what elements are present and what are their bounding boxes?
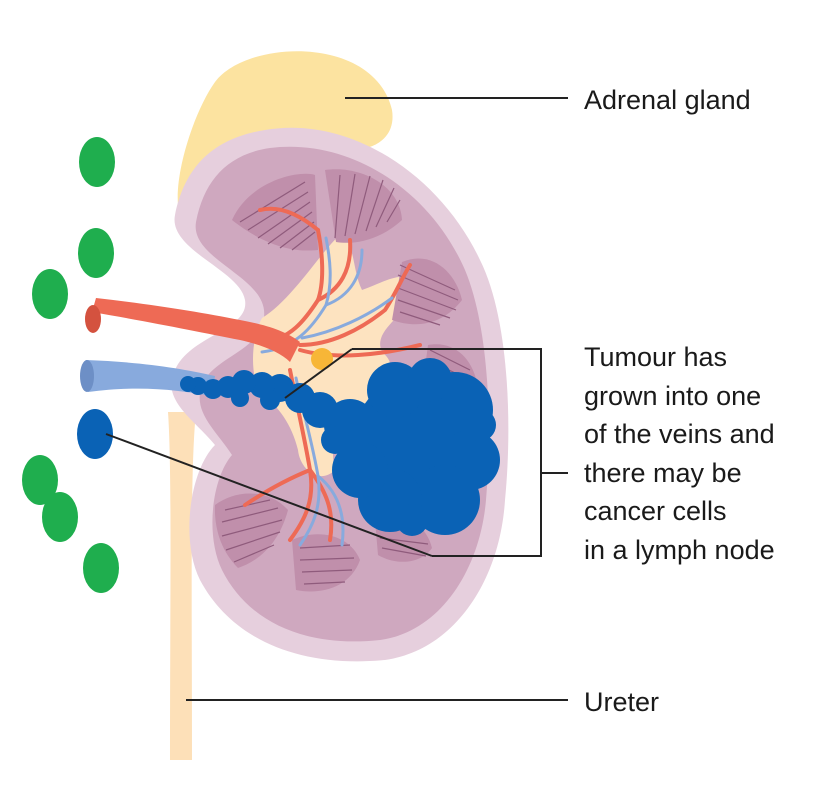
lymph-node-leader-line [105, 433, 433, 557]
label-tumour-description: Tumour has grown into one of the veins a… [584, 338, 775, 569]
tumour-text-line: in a lymph node [584, 534, 775, 565]
renal-vein-opening [80, 360, 94, 392]
tumour-text-line: grown into one [584, 380, 762, 411]
hilum-node [311, 348, 333, 370]
affected-lymph-node [77, 409, 113, 459]
tumour-text-line: there may be [584, 457, 742, 488]
label-adrenal-gland: Adrenal gland [584, 85, 751, 115]
tumour-text-line: of the veins and [584, 419, 775, 449]
tumour-text-line: Tumour has [584, 342, 728, 372]
healthy-lymph-nodes [22, 137, 119, 593]
ureter [168, 412, 196, 760]
tumour-bracket [352, 348, 542, 557]
tumour-text-line: cancer cells [584, 496, 727, 526]
label-ureter: Ureter [584, 687, 660, 717]
tumour-to-vein-line [284, 348, 353, 399]
tumour-mass [180, 358, 500, 536]
leader-lines [105, 97, 568, 701]
renal-artery-opening [85, 305, 101, 333]
renal-artery [92, 298, 300, 362]
